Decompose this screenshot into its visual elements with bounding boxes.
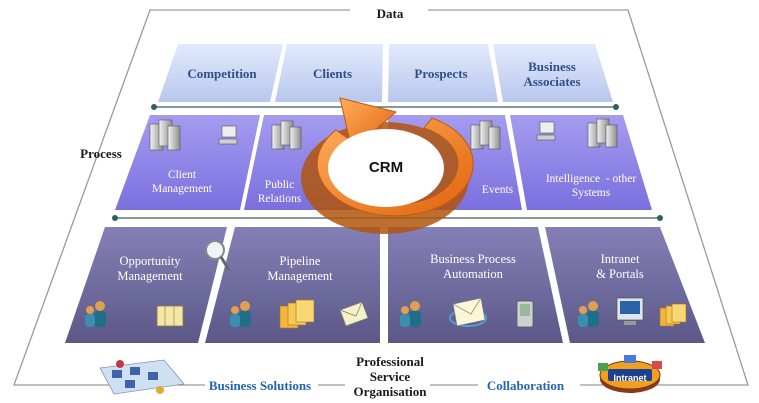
crm-cycle-arrow [301,97,474,234]
intranet-portals-label: Intranet & Portals [570,252,670,282]
business-associates-label: Business Associates [500,59,604,89]
crm-label: CRM [368,159,404,176]
business-associates-line-2: Associates [523,74,581,89]
events-label: Events [470,183,525,197]
tile-prospects [388,44,498,102]
intranet-portals-line-2: & Portals [596,267,644,281]
divider-1 [151,104,619,110]
events-text: Events [481,184,514,196]
pipeline-management-line-1: Pipeline [279,254,321,268]
business-solutions-graphic [99,359,185,395]
people-icon [400,301,421,327]
tile-clients [275,44,383,102]
intranet-portals-line-1: Intranet [600,252,640,266]
email-icon [449,297,487,327]
magnifier-icon [205,240,231,271]
server-icon [149,119,181,151]
pso-line-1: Professional [356,354,424,369]
professional-service-organisation-label: Professional Service Organisation [340,354,440,399]
people-icon [85,301,106,327]
intranet-badge-label: Intranet [613,373,647,383]
business-process-automation-label: Business Process Automation [408,252,538,282]
intelligence-other-systems-label: Intelligence - other Systems [533,172,649,200]
tile-business-associates [493,44,613,102]
bpa-line-1: Business Process [430,252,516,266]
row1-tiles [158,44,613,102]
computer-icon [536,121,556,141]
clients-text: Clients [313,66,352,81]
opportunity-management-label: Opportunity Management [100,254,200,284]
people-icon [230,301,251,327]
intelligence-line-1: Intelligence - other [545,173,637,185]
prospects-text: Prospects [414,66,468,81]
monitor-icon [616,297,644,325]
tile-intranet-portals [545,227,705,343]
public-relations-line-1: Public [264,179,295,191]
client-management-label: Client Management [142,168,222,196]
computer-icon [218,125,238,145]
pipeline-management-label: Pipeline Management [245,254,355,284]
collaboration-label: Collaboration [486,378,565,393]
business-associates-line-1: Business [528,59,576,74]
clients-label: Clients [285,66,380,81]
competition-text: Competition [187,66,257,81]
intelligence-line-2: Systems [571,187,611,199]
data-axis-label: Data [376,6,404,21]
folders-icon [659,303,687,327]
server-icon [271,120,302,150]
envelope-icon [339,301,369,327]
server-icon [470,120,501,150]
server-icon [587,118,618,148]
tile-competition [158,44,283,102]
prospects-label: Prospects [391,66,491,81]
client-management-line-2: Management [151,183,213,195]
pso-line-2: Service [369,369,411,384]
process-axis-label: Process [80,146,122,161]
client-management-line-1: Client [167,169,197,181]
folders-icon [279,299,315,329]
people-icon [578,301,599,327]
opportunity-management-line-1: Opportunity [119,254,181,268]
handheld-icon [516,300,534,328]
public-relations-label: Public Relations [252,178,307,206]
pso-line-3: Organisation [353,384,427,399]
business-solutions-label: Business Solutions [208,378,312,393]
intranet-badge-graphic [598,355,662,393]
competition-label: Competition [172,66,272,81]
bpa-line-2: Automation [443,267,503,281]
document-icon [156,305,184,327]
pipeline-management-line-2: Management [267,269,333,283]
public-relations-line-2: Relations [257,193,302,205]
opportunity-management-line-2: Management [117,269,183,283]
